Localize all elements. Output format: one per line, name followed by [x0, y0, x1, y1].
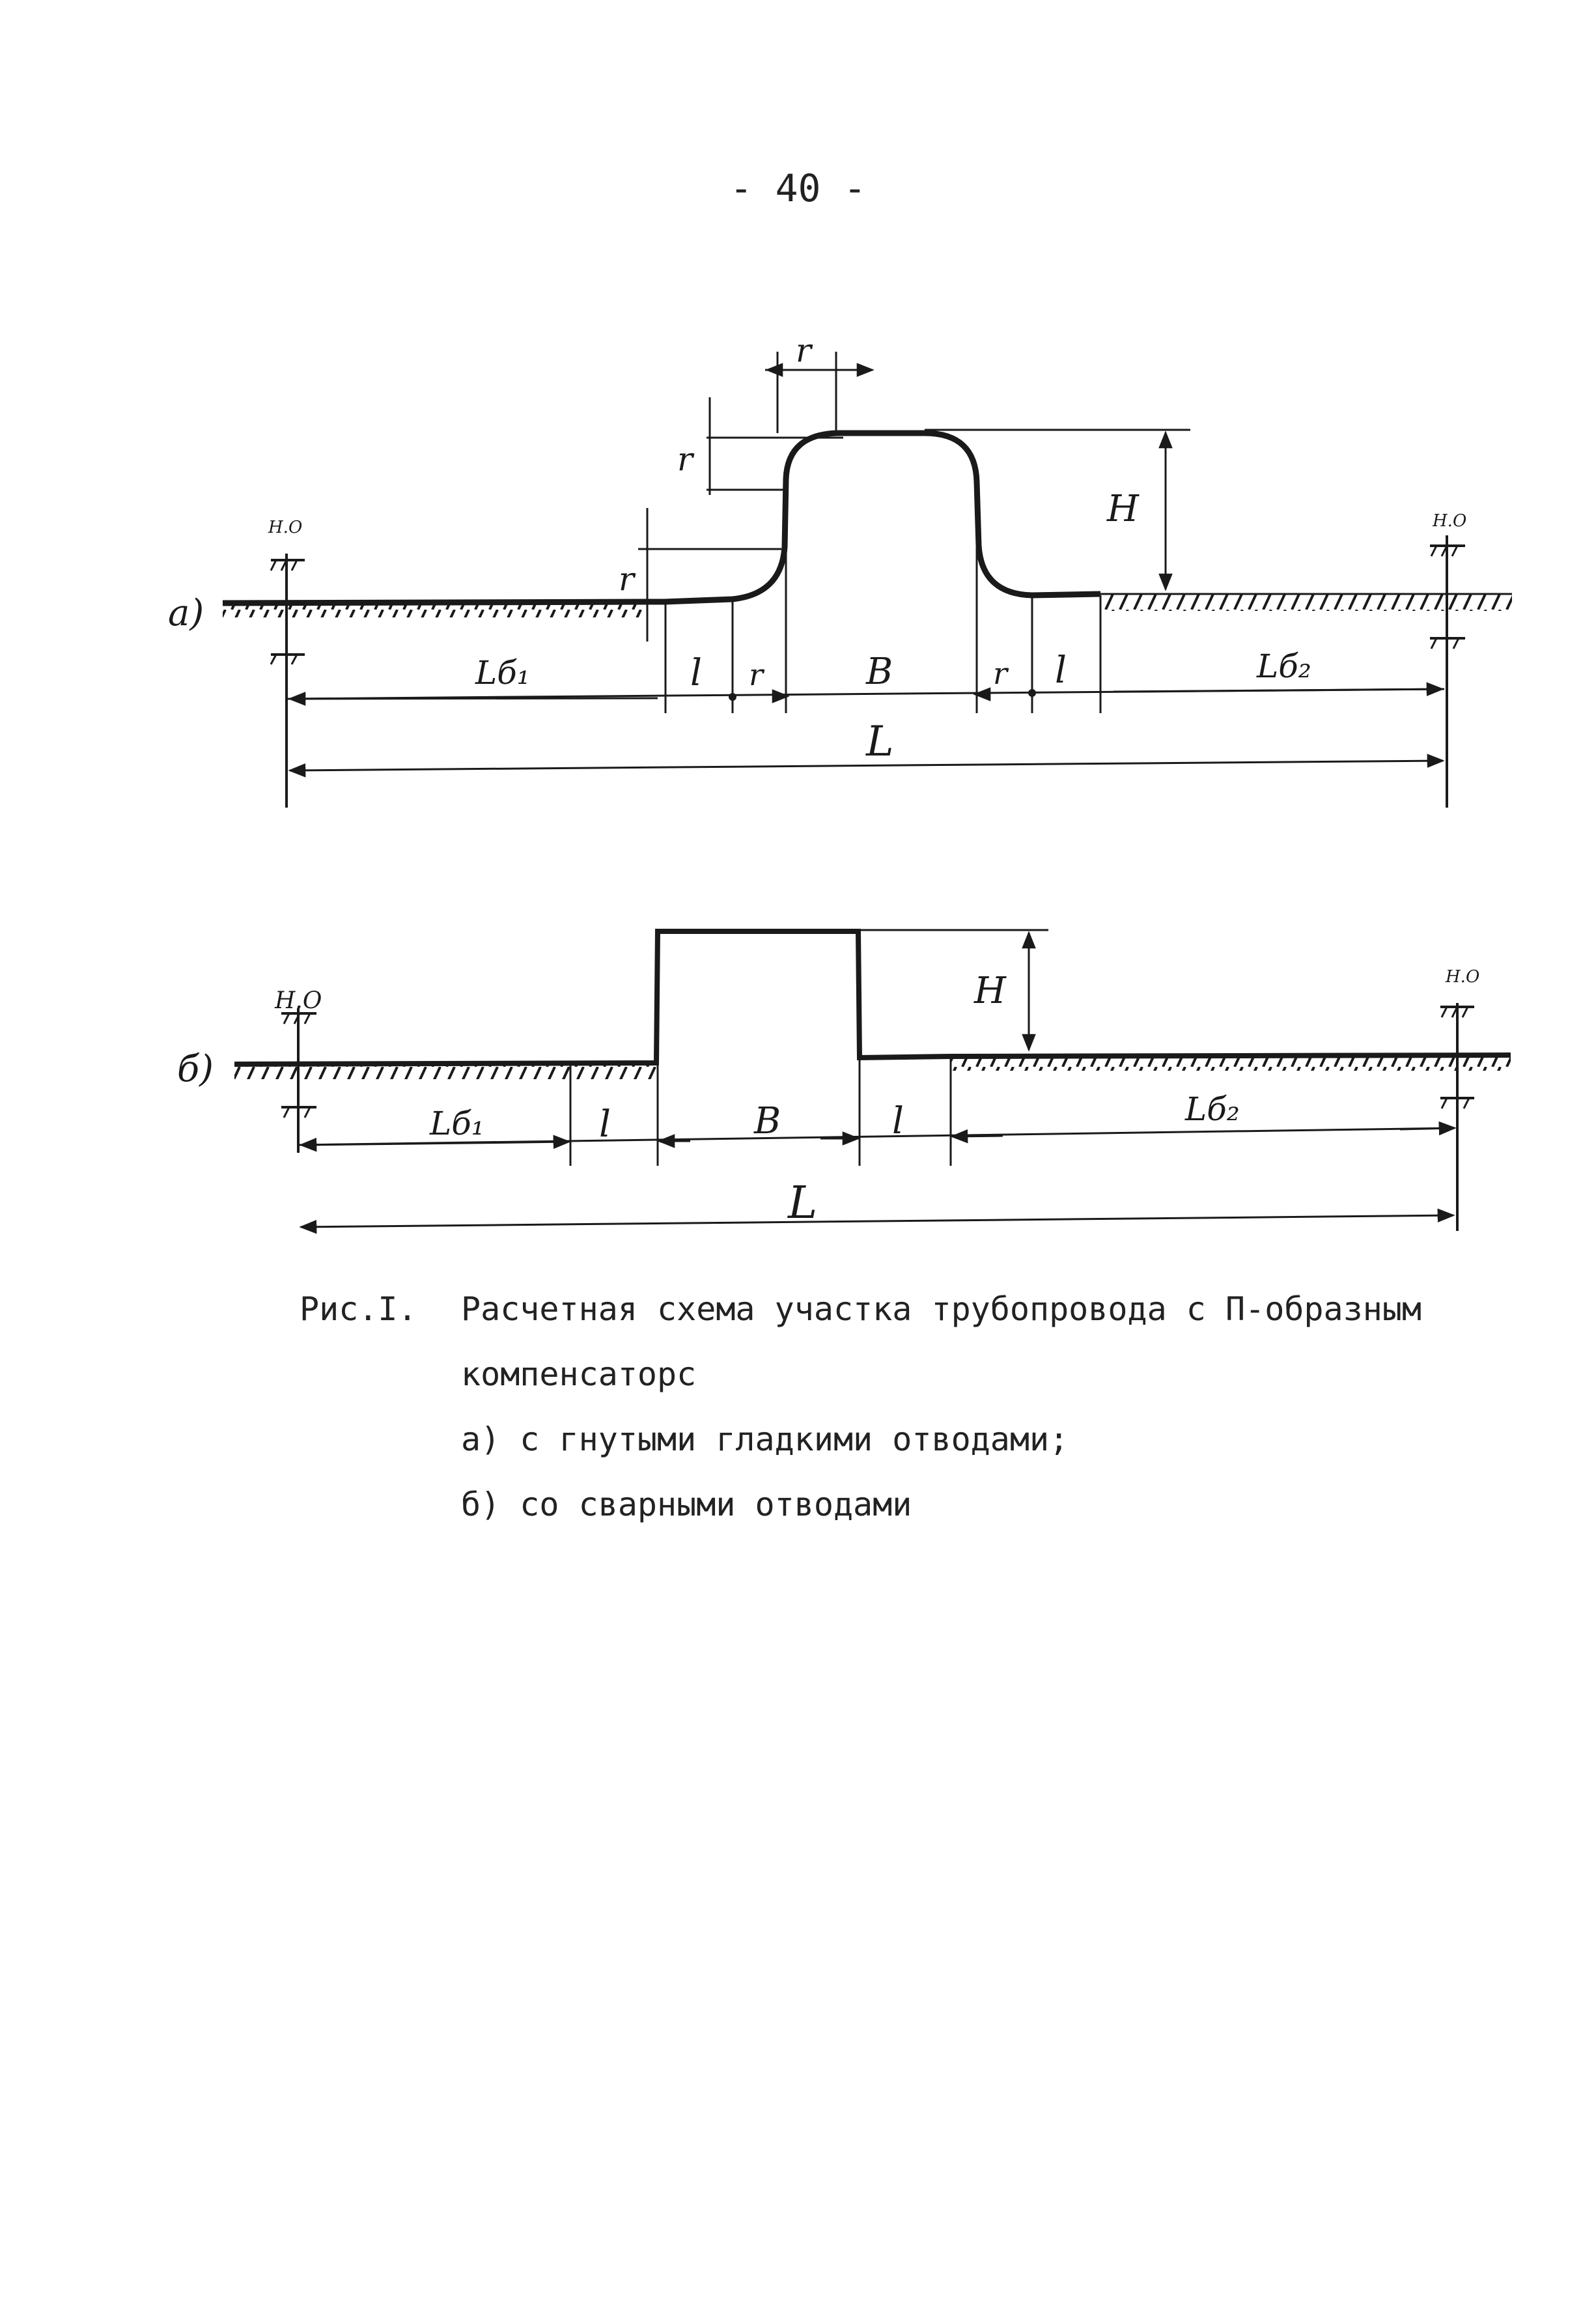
ground-hatch-right-a — [1100, 594, 1512, 611]
caption-item-b: б) со сварными отводами — [461, 1486, 912, 1523]
dim-r-side-label: r — [677, 440, 695, 478]
dim-h-label: H — [1106, 488, 1140, 530]
dim-h-label-b: H — [973, 970, 1007, 1012]
pipeline-diagrams: Н.О Н.О а) r r r H — [168, 332, 1512, 1234]
support-label-left-b: Н.О — [274, 987, 322, 1014]
dim-lb1-label-a: Lб₁ — [475, 654, 530, 692]
dim-total-line-a — [288, 754, 1445, 778]
page-number: - 40 - — [729, 166, 867, 210]
dim-l-right-label-a: l — [1055, 649, 1067, 692]
caption-fig-label: Рис.I. — [300, 1290, 417, 1328]
support-label-right-b: Н.О — [1445, 967, 1479, 987]
dim-total-line-b — [299, 1208, 1455, 1234]
dim-total-label-b: L — [787, 1178, 817, 1229]
label-b: б) — [177, 1048, 214, 1090]
dim-lb2-label-a: Lб₂ — [1256, 647, 1311, 685]
dim-lb1-label-b: Lб₁ — [429, 1105, 484, 1142]
support-label-left-a: Н.О — [268, 518, 302, 537]
figure-a: Н.О Н.О а) r r r H — [168, 332, 1512, 808]
dim-r-bottom-label: r — [619, 560, 636, 598]
dim-l-left-label-a: l — [690, 652, 702, 694]
dim-total-label-a: L — [865, 718, 894, 766]
pipe-a — [222, 430, 1101, 606]
dim-b-label-b: B — [753, 1100, 781, 1142]
dim-r-left-label-a: r — [749, 657, 765, 692]
caption-item-a: а) с гнутыми гладкими отводами; — [461, 1420, 1069, 1458]
figure-caption: Рис.I. Расчетная схема участка трубопрово… — [300, 1277, 1537, 1537]
support-label-right-a: Н.О — [1432, 511, 1466, 531]
figure-b: б) Н.О Н.О H — [177, 929, 1511, 1234]
dim-lb2-label-b: Lб₂ — [1184, 1090, 1240, 1128]
pipe-b — [234, 929, 1511, 1067]
caption-title-text: Расчетная схема участка трубопровода с П… — [461, 1290, 1422, 1328]
caption-title-line1: Рис.I. Расчетная схема участка трубопрово… — [300, 1277, 1537, 1342]
dim-l-left-label-b: l — [599, 1103, 611, 1146]
caption-title-line2: компенсаторс — [461, 1355, 697, 1393]
dim-b-label-a: B — [865, 651, 893, 693]
dim-r-top-label: r — [796, 332, 813, 369]
label-a: а) — [168, 592, 204, 634]
dim-r-right-label-a: r — [993, 656, 1009, 691]
dim-l-right-label-b: l — [892, 1100, 904, 1142]
